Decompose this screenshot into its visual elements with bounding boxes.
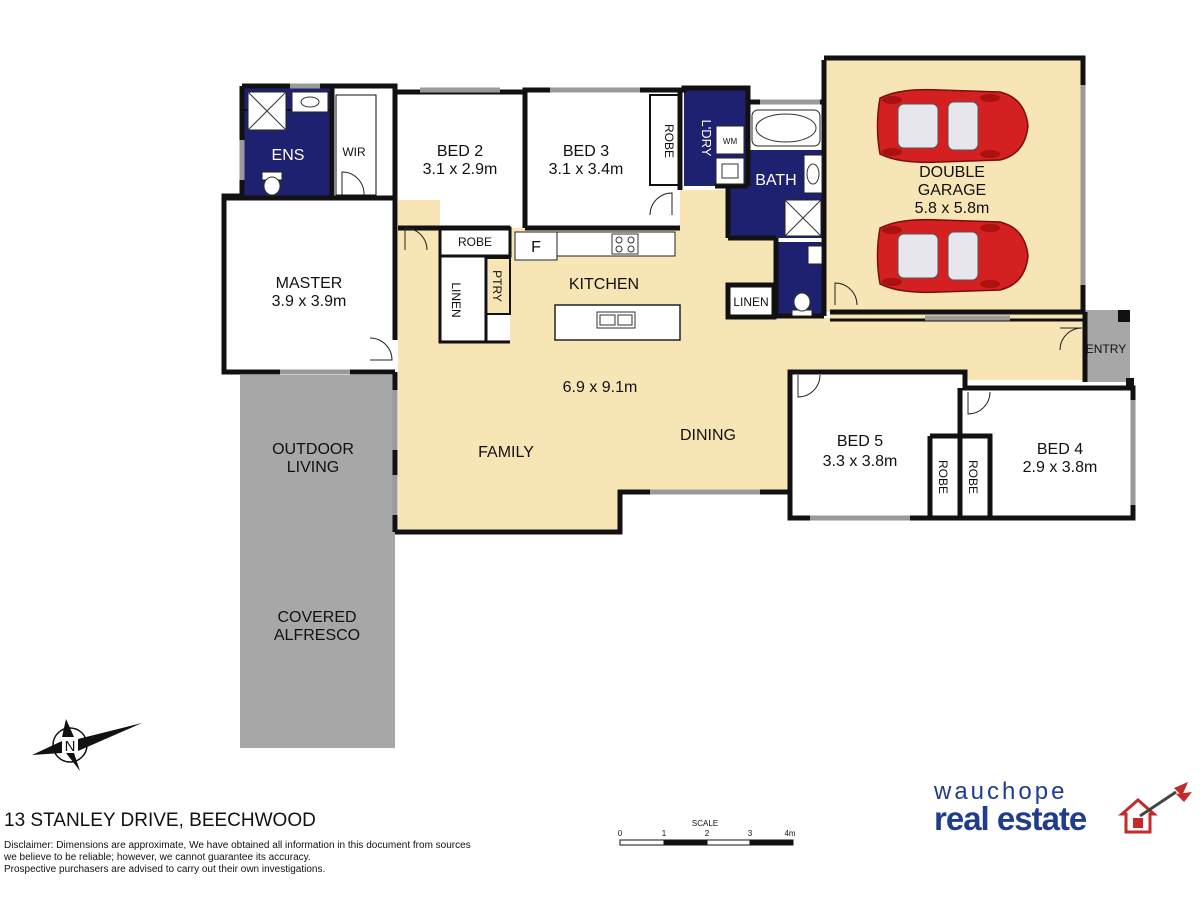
pantry-area (488, 258, 510, 314)
garage-label-line2: GARAGE (918, 182, 986, 199)
bed3-label: BED 3 (563, 143, 609, 160)
pantry-label: PTRY (490, 270, 504, 302)
master-label: MASTER (276, 275, 343, 292)
outdoor-living-label-line1: OUTDOOR (272, 441, 354, 458)
scale-title: SCALE (692, 819, 718, 828)
bath-linen-label: LINEN (733, 295, 768, 309)
scale-tick: 4m (784, 829, 795, 838)
bed5-robe-label: ROBE (936, 460, 950, 494)
disclaimer: Disclaimer: Dimensions are approximate, … (4, 840, 524, 876)
disclaimer-line: Disclaimer: Dimensions are approximate, … (4, 840, 471, 851)
fridge-label: F (531, 239, 541, 256)
compass-north-label: N (65, 738, 76, 755)
property-address: 13 STANLEY DRIVE, BEECHWOOD (4, 810, 316, 831)
bed2-label: BED 2 (437, 143, 483, 160)
bed3-size: 3.1 x 3.4m (549, 161, 624, 178)
garage-label-line1: DOUBLE (919, 164, 985, 181)
linen-label: LINEN (449, 282, 463, 317)
compass-icon (32, 719, 142, 771)
logo-line1: wauchope (934, 778, 1068, 805)
car-icon (876, 218, 1029, 294)
scale-tick: 3 (748, 829, 753, 838)
bath-label: BATH (755, 172, 796, 189)
living-area (398, 190, 1085, 530)
scale-bar (619, 839, 794, 846)
outdoor-living-label-line2: LIVING (287, 459, 339, 476)
scale-tick: 0 (618, 829, 623, 838)
covered-alfresco-area (240, 533, 395, 748)
agency-logo: wauchope real estate (930, 778, 1195, 838)
ensuite-label: ENS (272, 147, 305, 164)
outdoor-living-area (240, 375, 395, 533)
washing-machine-label: WM (723, 137, 738, 146)
scale-tick: 1 (662, 829, 667, 838)
laundry-label: L'DRY (699, 120, 714, 157)
bed3-robe-label: ROBE (662, 124, 676, 158)
car-icon (876, 88, 1029, 164)
alfresco-label-line1: COVERED (277, 609, 356, 626)
family-label: FAMILY (478, 444, 534, 461)
bed5-size: 3.3 x 3.8m (823, 453, 898, 470)
logo-line2: real estate (934, 800, 1087, 837)
bed2-size: 3.1 x 2.9m (423, 161, 498, 178)
dining-label: DINING (680, 427, 736, 444)
house-dart-icon (1118, 782, 1192, 834)
kitchen-label: KITCHEN (569, 276, 639, 293)
entry-label: ENTRY (1086, 342, 1126, 356)
disclaimer-line: we believe to be reliable; however, we c… (4, 852, 311, 863)
wir-label: WIR (342, 145, 366, 159)
bed4-label: BED 4 (1037, 441, 1083, 458)
hall-robe-label: ROBE (458, 235, 492, 249)
scale-tick: 2 (705, 829, 710, 838)
garage-size: 5.8 x 5.8m (915, 200, 990, 217)
living-size: 6.9 x 9.1m (563, 379, 638, 396)
bed4-size: 2.9 x 3.8m (1023, 459, 1098, 476)
bed5-label: BED 5 (837, 433, 883, 450)
disclaimer-line: Prospective purchasers are advised to ca… (4, 864, 326, 875)
alfresco-label-line2: ALFRESCO (274, 627, 360, 644)
master-size: 3.9 x 3.9m (272, 293, 347, 310)
bed4-robe-label: ROBE (966, 460, 980, 494)
